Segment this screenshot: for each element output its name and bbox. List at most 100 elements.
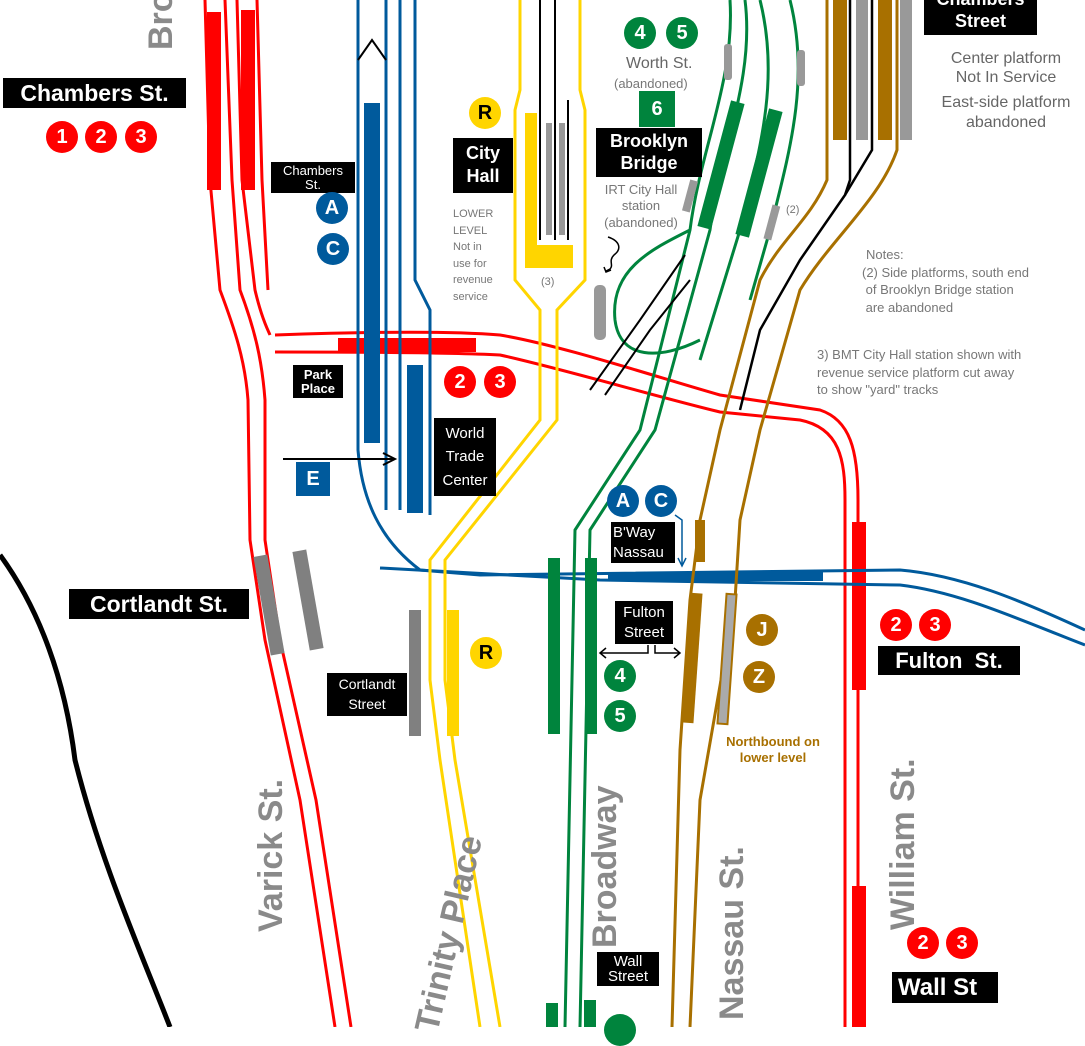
bway-nassau-line1: B'Way (613, 524, 656, 541)
route-bullet-5-worth[interactable]: 5 (666, 17, 698, 49)
platform-worth-a (724, 44, 732, 80)
red-line-1 (203, 0, 353, 1027)
route-bullet-2[interactable]: 2 (85, 121, 117, 153)
wall-45-line1: Wall (613, 953, 643, 970)
route-bullet-2-fulton[interactable]: 2 (880, 609, 912, 641)
city-hall-note-line: use for (453, 257, 487, 270)
curved-arrow-icon (603, 236, 620, 273)
route-bullet-a-fulton[interactable]: A (607, 485, 639, 517)
brown-line-jz (670, 0, 899, 1027)
shoreline (0, 553, 173, 1027)
city-hall-ref: (3) (541, 276, 555, 288)
route-bullet-c[interactable]: C (317, 233, 349, 265)
station-label-chambers-123[interactable]: Chambers St. (3, 78, 186, 109)
route-bullet-2-park[interactable]: 2 (444, 366, 476, 398)
chambers-jz-note-line: East-side platform (941, 94, 1071, 112)
irt-note-line: (abandoned) (604, 214, 678, 230)
station-label-bway-nassau[interactable]: B'Way Nassau (611, 522, 675, 563)
station-label-cortlandt-1[interactable]: Cortlandt St. (69, 589, 249, 620)
chambers-jz-line2: Street (954, 10, 1007, 31)
route-bullet-2-wall[interactable]: 2 (907, 927, 939, 959)
station-label-chambers-ac[interactable]: Chambers St. (271, 162, 355, 194)
brooklyn-bridge-line2: Bridge (620, 152, 678, 173)
notes-block: Notes: (2) Side platforms, south end of … (862, 246, 1029, 316)
wtc-line3: Center (442, 471, 488, 489)
platform-fulton-jz-a (695, 520, 705, 562)
platform-chambers-jz-gray (856, 0, 868, 140)
black-track-jz-2 (843, 0, 874, 196)
route-bullet-r-cityhall[interactable]: R (469, 97, 501, 129)
chambers-jz-line1: Chambers (926, 0, 1035, 11)
route-bullet-3-wall[interactable]: 3 (946, 927, 978, 959)
city-hall-note-line: service (453, 290, 488, 303)
street-broadway-top: Bro (142, 0, 180, 50)
route-bullet-1[interactable]: 1 (46, 121, 78, 153)
platform-chambers-123-a (207, 12, 221, 190)
route-bullet-c-fulton[interactable]: C (645, 485, 677, 517)
note-2-line: of Brooklyn Bridge station (862, 282, 1014, 298)
route-bullet-3-fulton[interactable]: 3 (919, 609, 951, 641)
station-label-cortlandt-r[interactable]: Cortlandt Street (327, 673, 407, 717)
chambers-jz-note-line: Center platform (950, 50, 1062, 67)
route-bullet-j[interactable]: J (746, 614, 778, 646)
platform-fulton-23 (852, 522, 866, 690)
northbound-note-line2: lower level (739, 749, 807, 765)
station-label-fulton-23[interactable]: Fulton St. (878, 646, 1020, 676)
platform-bb-abandoned-a (681, 179, 699, 213)
platform-cortlandt-1-a (253, 554, 285, 656)
park-place-line2: Place (301, 380, 335, 396)
fulton-arrow (598, 645, 682, 659)
platform-fulton-jz-b (681, 592, 703, 724)
station-label-wtc[interactable]: World Trade Center (434, 418, 496, 496)
platform-wall-23 (852, 886, 866, 1027)
route-bullet-z[interactable]: Z (743, 661, 775, 693)
station-label-chambers-jz[interactable]: Chambers Street (924, 0, 1037, 36)
platform-city-hall-gray1 (546, 123, 552, 235)
route-bullet-4-fulton[interactable]: 4 (604, 660, 636, 692)
station-label-fulton-45[interactable]: Fulton Street (615, 601, 673, 644)
station-label-wall-45[interactable]: Wall Street (597, 952, 659, 986)
wtc-arrow (283, 452, 398, 466)
irt-note-line: IRT City Hall (604, 182, 678, 197)
cortlandt-r-line2: Street (348, 695, 386, 712)
platform-fulton-ac (608, 572, 823, 581)
city-hall-note-line: Not in (453, 241, 482, 253)
city-hall-note-line: LOWER (453, 208, 494, 220)
city-hall-note: LOWER LEVEL Not in use for revenue servi… (453, 206, 493, 305)
brooklyn-bridge-line1: Brooklyn (609, 131, 688, 151)
worth-name: Worth St. (626, 55, 693, 72)
street-varick: Varick St. (252, 778, 290, 932)
fulton-45-line2: Street (623, 623, 665, 641)
city-hall-note-line: revenue (453, 274, 493, 286)
platform-chambers-jz-a (833, 0, 847, 140)
route-bullet-r-cortlandt[interactable]: R (470, 637, 502, 669)
platform-chambers-123-b (241, 10, 255, 190)
station-label-brooklyn-bridge[interactable]: Brooklyn Bridge (596, 128, 702, 178)
platform-brooklyn-bridge-b (735, 108, 783, 238)
route-bullet-wall-45-partial (604, 1014, 636, 1046)
route-bullet-3-park[interactable]: 3 (484, 366, 516, 398)
platform-wall-45-b (584, 1000, 596, 1027)
street-broadway: Broadway (586, 785, 624, 949)
wall-45-line2: Street (607, 968, 649, 985)
platform-city-hall-r (525, 113, 537, 268)
platform-brooklyn-bridge-a (697, 100, 745, 230)
station-label-city-hall[interactable]: City Hall (453, 138, 513, 193)
station-label-wall-23[interactable]: Wall St (892, 972, 998, 1004)
city-hall-line1: City (465, 143, 500, 163)
route-bullet-4-worth[interactable]: 4 (624, 17, 656, 49)
chambers-jz-notes: Center platform Not In Service East-side… (928, 49, 1084, 132)
cortlandt-r-line1: Cortlandt (338, 676, 396, 692)
route-bullet-6[interactable]: 6 (639, 91, 675, 127)
chambers-jz-note-line: Not In Service (955, 69, 1057, 87)
route-bullet-3[interactable]: 3 (125, 121, 157, 153)
route-bullet-a[interactable]: A (316, 192, 348, 224)
platform-fulton-jz-gray (716, 592, 738, 726)
platform-chambers-jz-b (878, 0, 892, 140)
platform-worth-b (797, 50, 805, 86)
station-label-park-place[interactable]: Park Place (293, 365, 343, 399)
route-bullet-e[interactable]: E (296, 462, 330, 496)
platform-irt-city-hall (594, 285, 606, 340)
platform-city-hall-gray2 (559, 123, 565, 235)
route-bullet-5-fulton[interactable]: 5 (604, 700, 636, 732)
